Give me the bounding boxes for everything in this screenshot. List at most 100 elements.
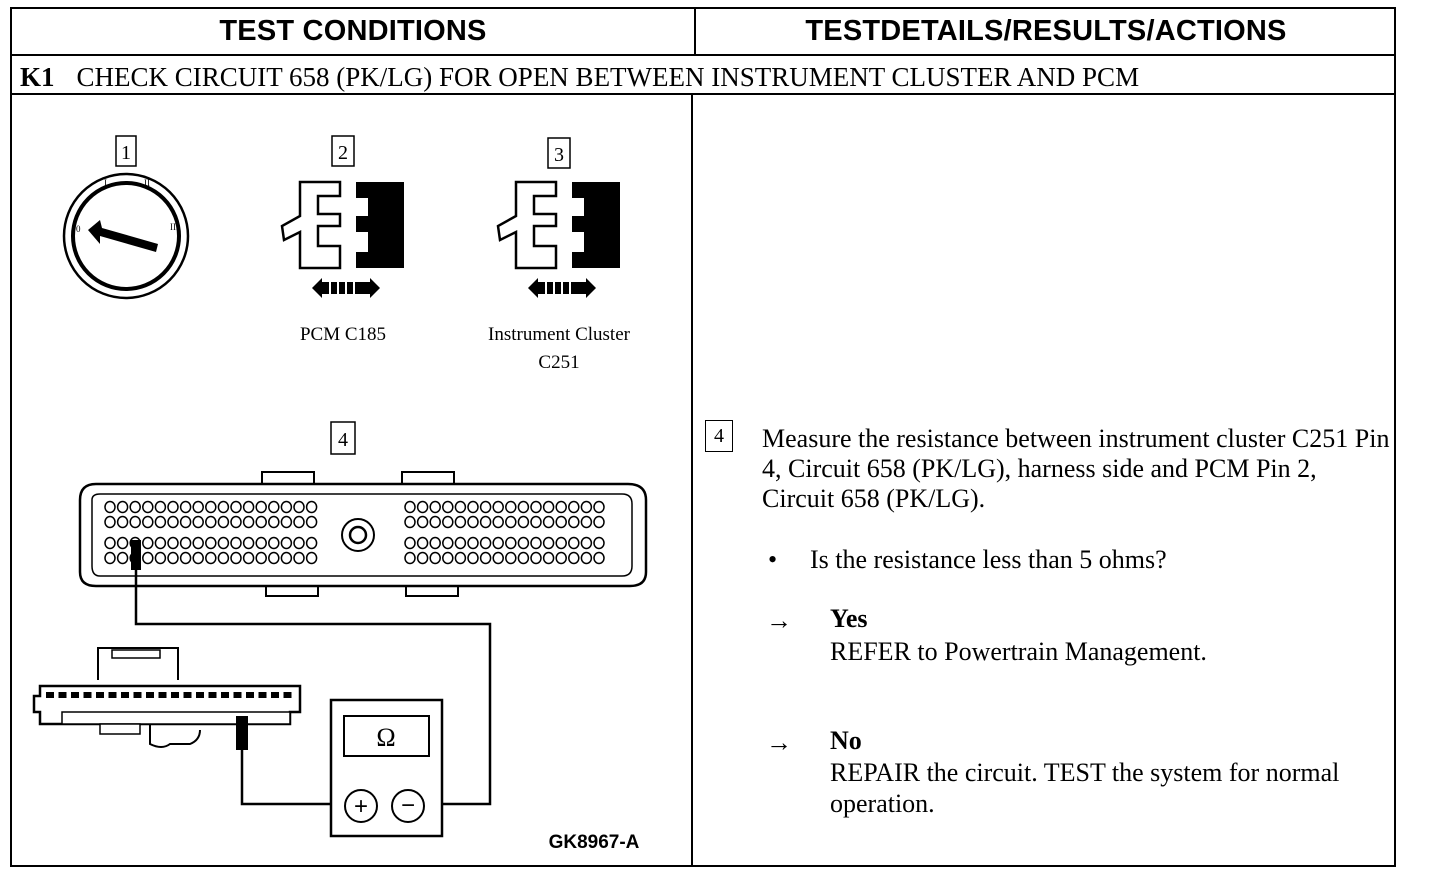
connector-pin [580, 536, 593, 550]
connector-pin [104, 536, 116, 550]
connector-pin [505, 500, 517, 514]
test-leads [134, 540, 492, 806]
connector-pin [442, 536, 454, 550]
header-test-conditions: TEST CONDITIONS [219, 15, 487, 47]
no-label: No [830, 726, 862, 755]
connector-pin [192, 536, 204, 550]
connector-pin [593, 500, 605, 514]
connector-pin [568, 515, 580, 529]
callout-box-4 [330, 421, 356, 455]
connector-pin [442, 551, 454, 565]
connector-pin [517, 500, 530, 514]
svg-text:I: I [104, 178, 107, 188]
connector-pin [593, 536, 605, 550]
connector-pin [192, 500, 204, 514]
connector-pin [242, 536, 255, 550]
connector-pin [154, 536, 167, 550]
cluster-pin [246, 692, 254, 698]
connector-pin [542, 551, 555, 565]
connector-pin [293, 515, 305, 529]
pcm-connector-face-icon [78, 471, 648, 597]
connector-pin [568, 536, 580, 550]
connector-pin [568, 551, 580, 565]
connector-pin [580, 515, 593, 529]
connector-pin [142, 500, 154, 514]
connector-pin [416, 551, 429, 565]
test-illustration: 1 0 I II III 2 PCM C185 3 Instrument Cl [32, 135, 648, 853]
connector-pin [492, 500, 504, 514]
connector-pin [404, 536, 416, 550]
connector-pin [517, 551, 530, 565]
cluster-pin [283, 692, 292, 698]
body-divider [691, 95, 693, 867]
cluster-pin [208, 692, 217, 698]
connector-pin [242, 515, 255, 529]
header-test-details: TESTDETAILS/RESULTS/ACTIONS [805, 15, 1287, 47]
connector-pin [454, 536, 467, 550]
connector-pin [467, 551, 479, 565]
cluster-pin [221, 692, 229, 698]
detail-instruction: Measure the resistance between instrumen… [762, 424, 1390, 513]
connector-pin [217, 515, 230, 529]
ohm-symbol: Ω [376, 723, 395, 752]
connector-pin [454, 500, 467, 514]
connector-pin [293, 536, 305, 550]
connector-pin [542, 536, 555, 550]
connector-pin [530, 536, 542, 550]
connector-pin [505, 536, 517, 550]
connector-pin [167, 500, 179, 514]
ohmmeter-icon: + − [329, 698, 444, 838]
connector-pin [179, 551, 192, 565]
connector-pin [492, 551, 504, 565]
connector-pin [230, 515, 242, 529]
connector-pin [217, 551, 230, 565]
connector-pin [142, 536, 154, 550]
connector-pin [404, 515, 416, 529]
pcm-connector-disconnect-icon [280, 180, 404, 298]
detail-step-number: 4 [705, 420, 733, 452]
callout-4-text: 4 [338, 429, 348, 451]
connector-pin [154, 551, 167, 565]
connector-pin [593, 551, 605, 565]
connector-pin [416, 515, 429, 529]
connector-pin [230, 500, 242, 514]
connector-pin [517, 515, 530, 529]
step-id: K1 [20, 61, 55, 92]
cluster-pin [171, 692, 179, 698]
detail-question: •Is the resistance less than 5 ohms? [768, 545, 1167, 575]
yes-arrow-icon: → [766, 606, 792, 635]
connector-pin [479, 551, 492, 565]
connector-pin [467, 515, 479, 529]
cluster-pin [108, 692, 117, 698]
connector-pin [142, 551, 154, 565]
connector-pin [429, 551, 441, 565]
connector-pin [205, 551, 217, 565]
cluster-pin [233, 692, 242, 698]
connector-pin [293, 500, 305, 514]
connector-pin [305, 536, 318, 550]
cluster-pin [121, 692, 129, 698]
probe-tip-pcm [131, 540, 141, 570]
connector-pin [230, 536, 242, 550]
connector-pin [505, 551, 517, 565]
diagnostic-table: TEST CONDITIONS TESTDETAILS/RESULTS/ACTI… [10, 7, 1396, 867]
cluster-pin [196, 692, 204, 698]
bullet-icon: • [768, 545, 778, 574]
connector-pin [242, 500, 255, 514]
connector-pin [479, 515, 492, 529]
connector-pin [217, 536, 230, 550]
connector-pin [555, 536, 567, 550]
cluster-connector-label-line2: C251 [538, 352, 579, 373]
connector-pin [129, 500, 141, 514]
connector-pin [116, 500, 129, 514]
connector-pin [305, 551, 318, 565]
connector-pin [268, 536, 280, 550]
step-rule [12, 93, 1394, 95]
cluster-pin [96, 692, 104, 698]
svg-text:+: + [354, 793, 368, 820]
cluster-pin [258, 692, 267, 698]
connector-pin [454, 551, 467, 565]
connector-pin [580, 551, 593, 565]
connector-pin [416, 500, 429, 514]
connector-pin [255, 551, 267, 565]
